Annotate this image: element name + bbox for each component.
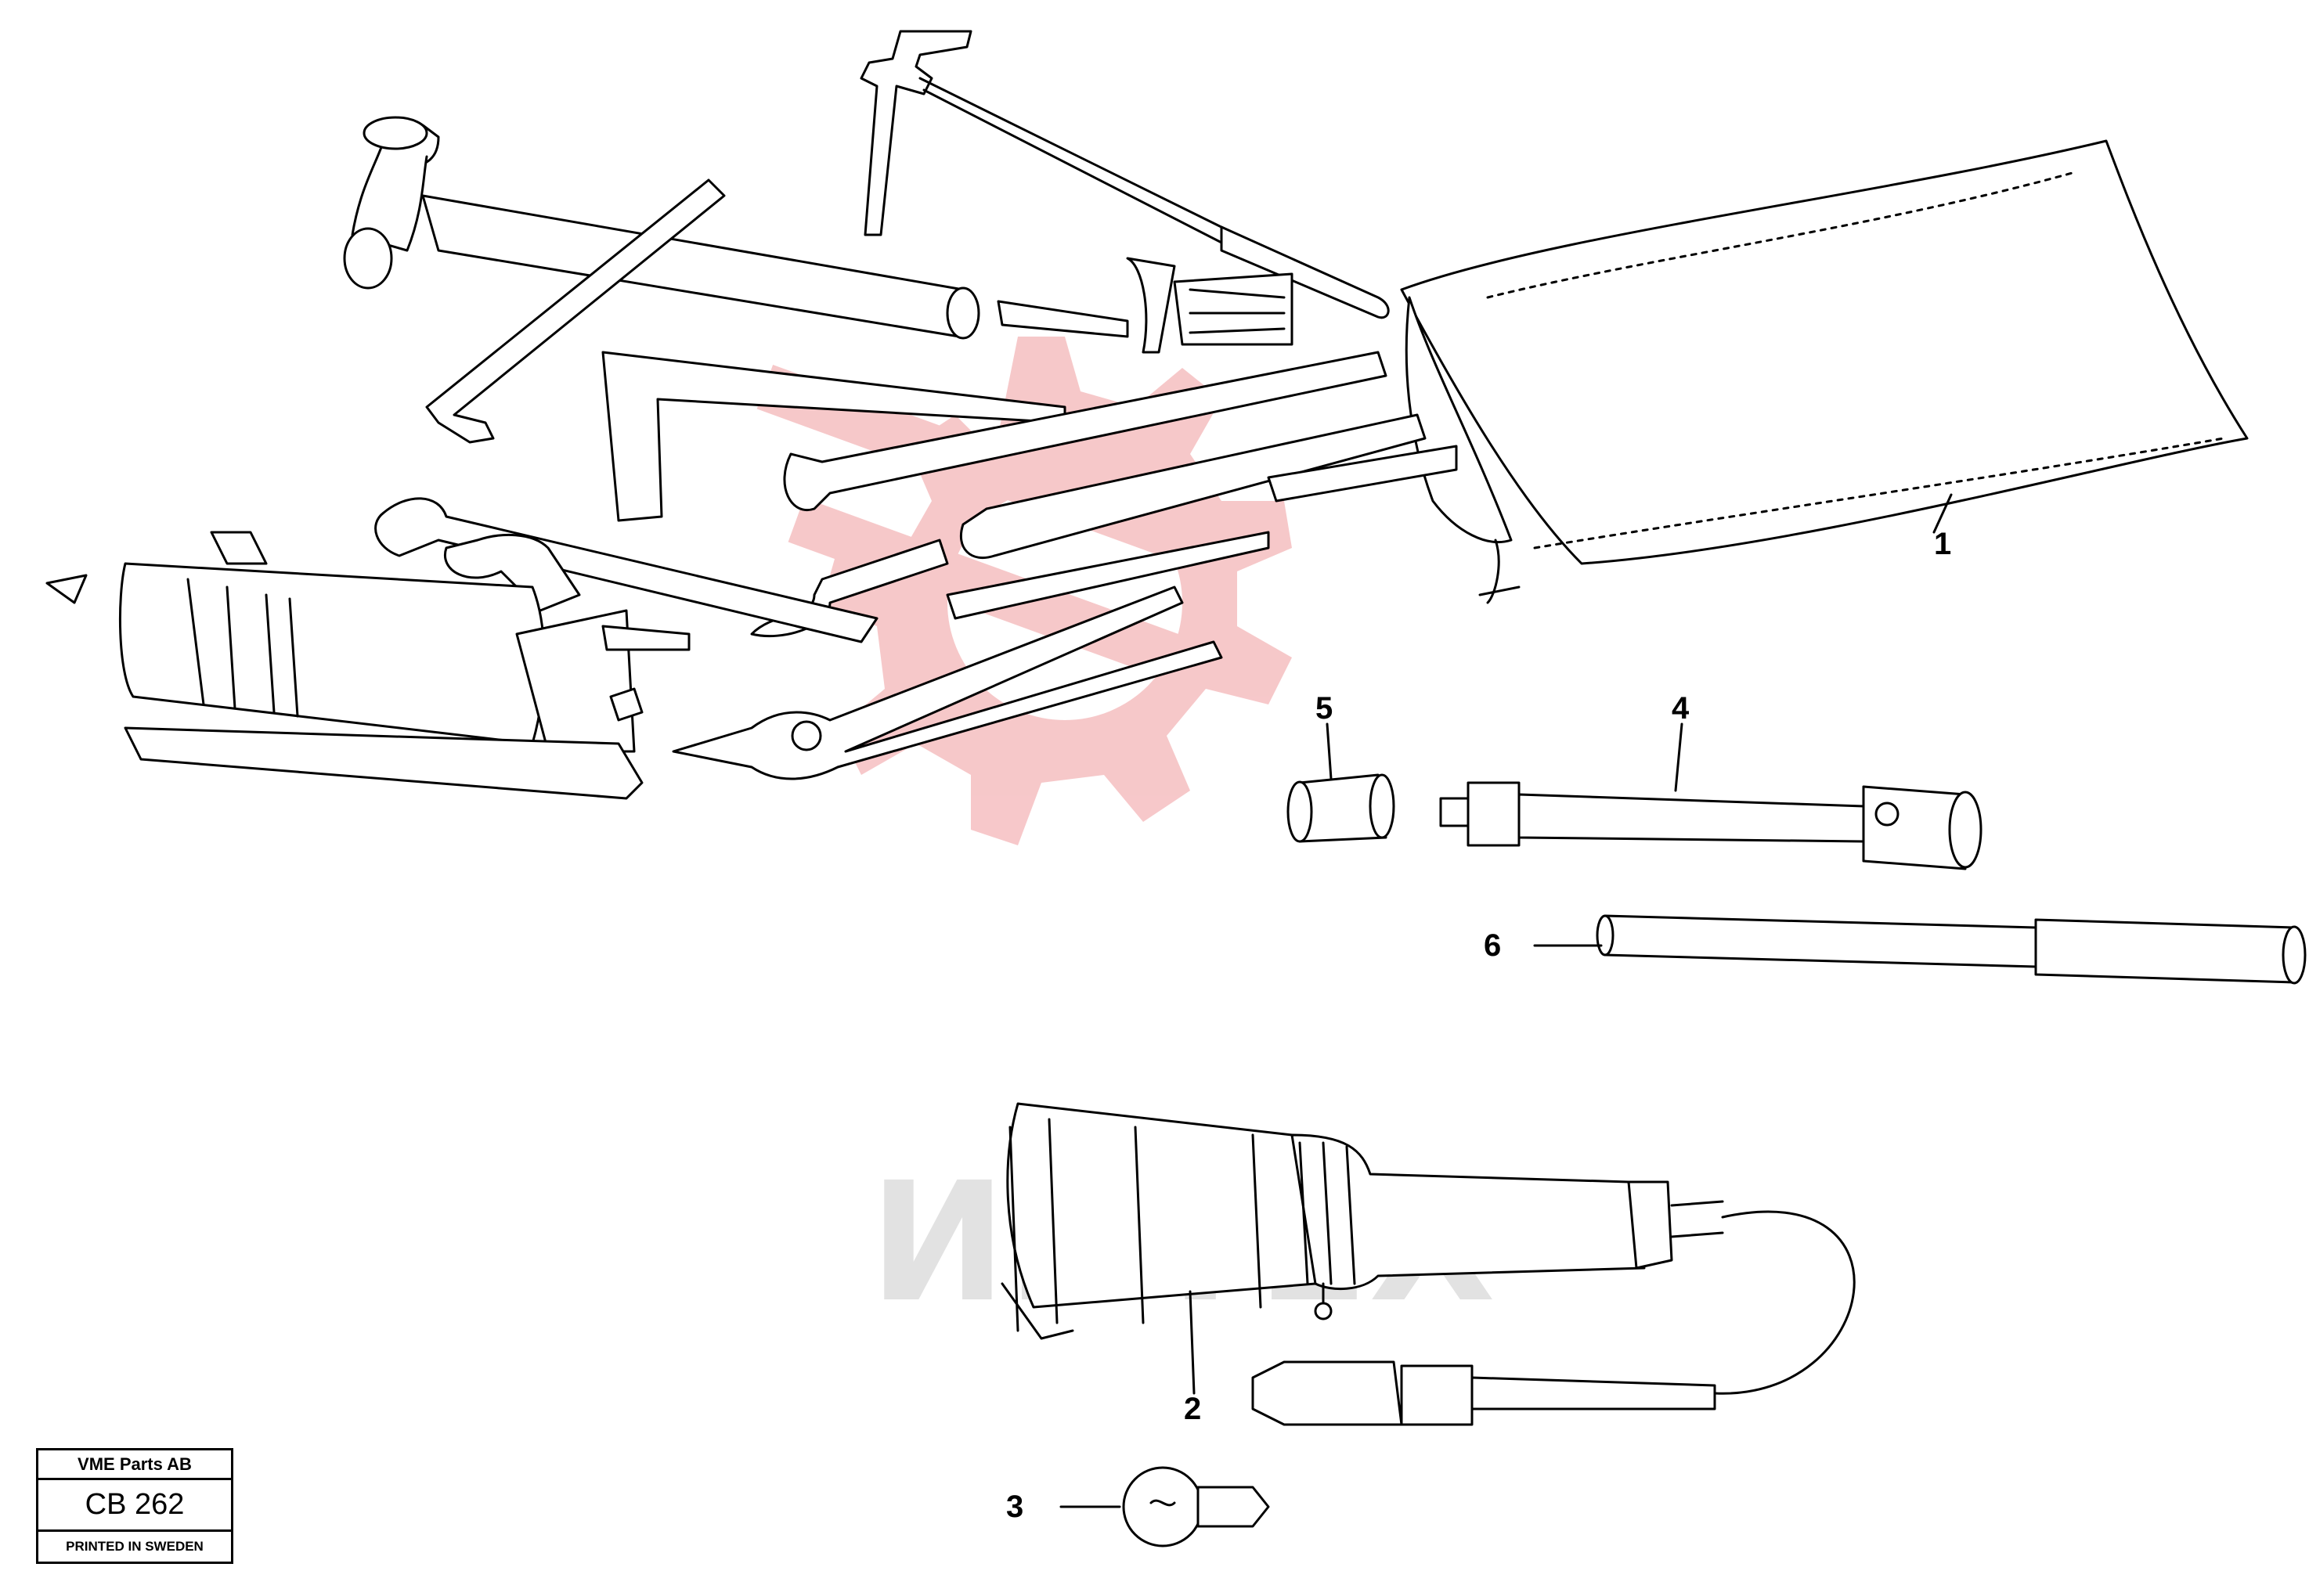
hammer-drawing	[343, 116, 980, 340]
callout-4: 4	[1672, 691, 1690, 726]
printed-note: PRINTED IN SWEDEN	[66, 1539, 204, 1554]
hex-key-drawing	[425, 178, 726, 444]
inspection-lamp-drawing	[1001, 1102, 1856, 1426]
callout-1: 1	[1934, 527, 1952, 561]
tommy-bar-part-6-drawing	[1596, 914, 2307, 985]
socket-part-5-drawing	[1286, 773, 1395, 843]
screwdriver-drawing	[997, 257, 1293, 354]
callout-3: 3	[1006, 1490, 1024, 1524]
callout-6: 6	[1484, 928, 1502, 963]
callout-2: 2	[1184, 1392, 1202, 1426]
title-block: VME Parts AB CB 262 PRINTED IN SWEDEN	[36, 1448, 233, 1564]
tool-bag-drawing	[1400, 139, 2249, 604]
callout-leader-lines	[1059, 493, 1953, 1508]
company-name: VME Parts AB	[38, 1450, 231, 1480]
callout-5: 5	[1315, 691, 1333, 726]
pliers-drawing	[672, 585, 1223, 780]
bulb-part-3-drawing	[1122, 1466, 1270, 1547]
adjustable-wrench-drawing	[374, 497, 879, 643]
drawing-number: CB 262	[38, 1480, 231, 1532]
grease-gun-drawing	[45, 531, 691, 800]
t-handle-drawing	[860, 30, 1390, 319]
extension-bar-part-4-drawing	[1439, 781, 1982, 870]
frame-bracket-drawing	[601, 351, 1066, 522]
